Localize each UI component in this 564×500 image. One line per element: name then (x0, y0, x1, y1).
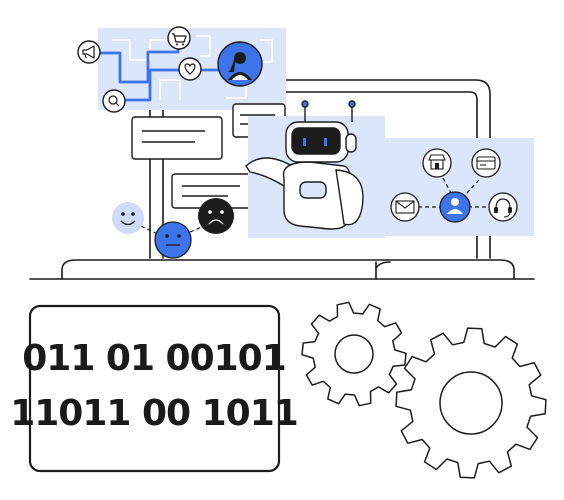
gear-hub (334, 334, 374, 374)
search-icon (102, 89, 126, 113)
chat-bubble (131, 116, 223, 160)
heart-icon (178, 57, 202, 81)
binary-card: 011 01 00101 11011 00 1011 (10, 304, 299, 473)
mail-icon (390, 192, 420, 222)
channel-network (382, 138, 534, 236)
gear-hub (439, 371, 503, 435)
journey-path (112, 68, 228, 102)
binary-line-1: 011 01 00101 (22, 338, 286, 379)
shopping-cart-icon (167, 26, 191, 50)
journey-path (92, 40, 180, 84)
store-icon (422, 148, 452, 178)
robot-icon (245, 100, 364, 230)
credit-card-icon (471, 148, 501, 178)
chatbot (245, 100, 385, 238)
feedback (112, 198, 234, 259)
happy-face-icon (112, 202, 144, 234)
sad-face-icon (198, 198, 234, 234)
journey-map-pattern (112, 35, 273, 100)
neutral-face-icon (154, 221, 192, 259)
megaphone-icon (77, 40, 101, 64)
user-icon (439, 191, 471, 223)
headset-icon (488, 192, 518, 222)
laptop-base (61, 259, 515, 280)
gears (301, 301, 547, 479)
customer-avatar-icon (217, 41, 263, 87)
binary-line-2: 11011 00 1011 (10, 393, 298, 434)
journey-map (77, 26, 286, 113)
